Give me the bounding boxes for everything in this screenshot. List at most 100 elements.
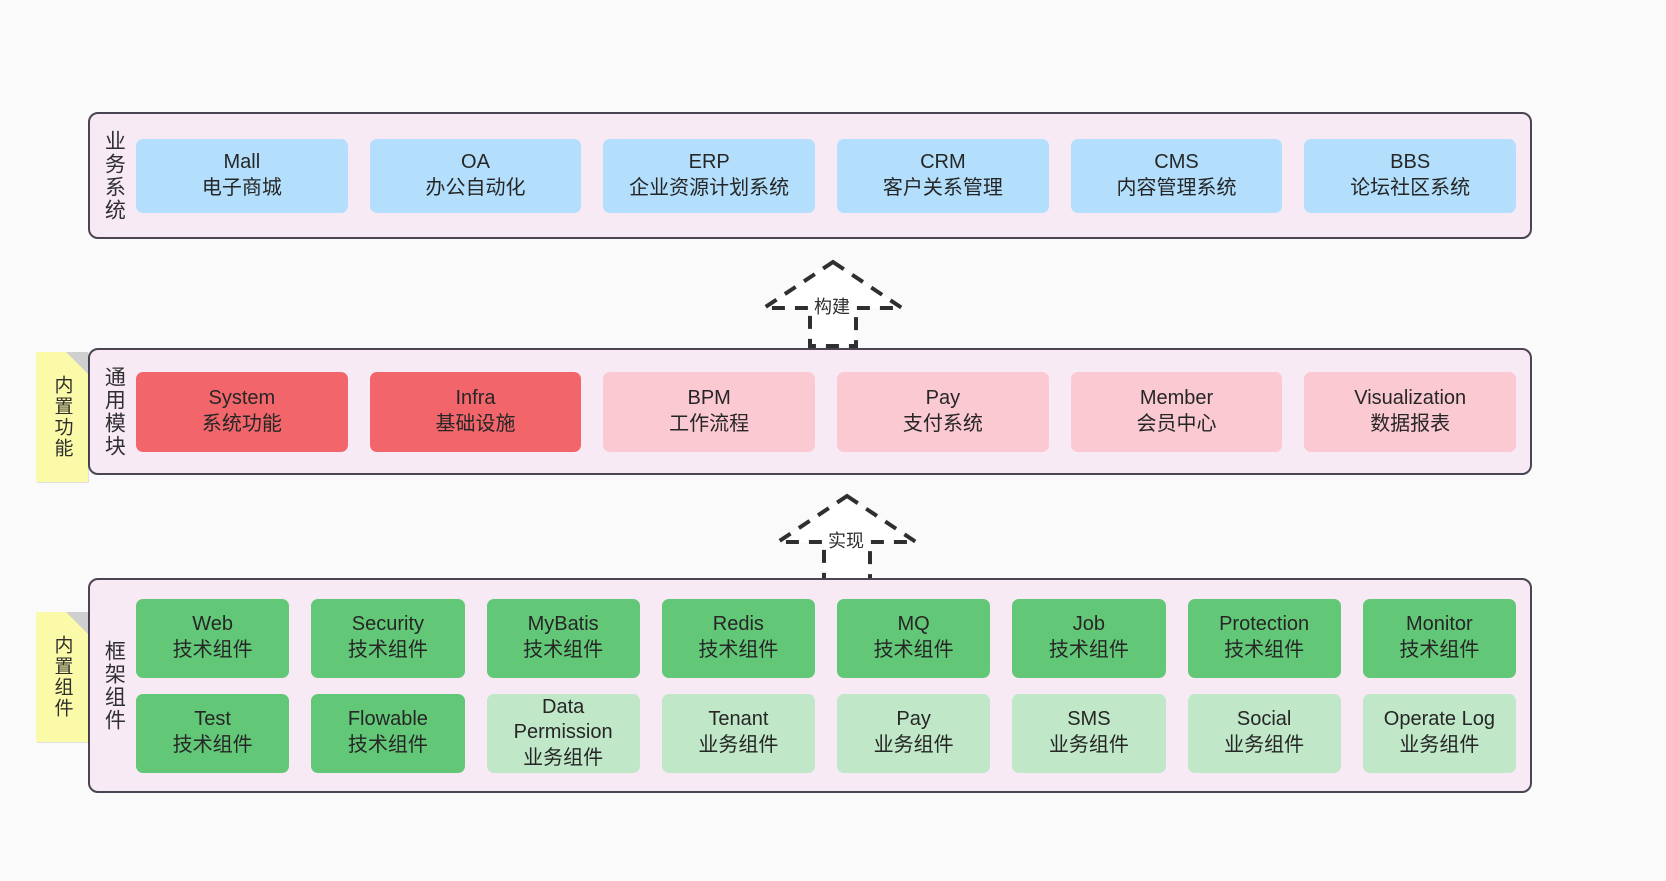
card-sms[interactable]: SMS 业务组件 xyxy=(1012,693,1166,773)
card-security[interactable]: Security 技术组件 xyxy=(311,598,465,678)
card-subtitle: 电子商城 xyxy=(201,176,282,199)
card-subtitle: 企业资源计划系统 xyxy=(629,176,790,199)
card-subtitle: 业务组件 xyxy=(1399,734,1480,756)
card-subtitle: 技术组件 xyxy=(172,639,253,661)
card-subtitle: 技术组件 xyxy=(347,639,428,661)
build-arrow-icon xyxy=(757,259,909,348)
card-title: Redis xyxy=(712,613,764,636)
card-protection[interactable]: Protection 技术组件 xyxy=(1187,598,1341,678)
card-title: CRM xyxy=(920,150,966,173)
card-subtitle: 数据报表 xyxy=(1370,412,1451,435)
card-redis[interactable]: Redis 技术组件 xyxy=(661,598,815,678)
layer-body-business-systems: Mall 电子商城 OA 办公自动化 ERP 企业资源计划系统 CRM 客户关系… xyxy=(136,114,1530,237)
card-subtitle: 办公自动化 xyxy=(425,176,526,199)
card-monitor[interactable]: Monitor 技术组件 xyxy=(1362,598,1516,678)
card-title: Operate Log xyxy=(1383,708,1495,731)
card-title: Social xyxy=(1236,708,1292,731)
card-subtitle: 业务组件 xyxy=(1048,734,1129,756)
card-oa[interactable]: OA 办公自动化 xyxy=(369,138,582,213)
card-title: Visualization xyxy=(1354,386,1467,409)
card-title: Protection xyxy=(1219,613,1310,636)
card-title: Tenant xyxy=(708,708,769,731)
card-job[interactable]: Job 技术组件 xyxy=(1012,598,1166,678)
build-arrow-label: 构建 xyxy=(814,297,850,317)
card-title: SMS xyxy=(1067,708,1111,731)
card-title: MyBatis xyxy=(527,613,599,636)
implement-arrow-label: 实现 xyxy=(828,531,864,551)
card-row: Mall 电子商城 OA 办公自动化 ERP 企业资源计划系统 CRM 客户关系… xyxy=(136,138,1517,213)
card-subtitle: 工作流程 xyxy=(669,412,750,435)
card-subtitle: 系统功能 xyxy=(201,412,282,435)
card-subtitle: 支付系统 xyxy=(902,412,983,435)
builtin-functions-note: 内置功能 xyxy=(36,352,88,482)
card-subtitle: 论坛社区系统 xyxy=(1350,176,1471,199)
card-bpm[interactable]: BPM 工作流程 xyxy=(603,371,816,452)
card-tenant[interactable]: Tenant 业务组件 xyxy=(661,693,815,773)
layer-body-framework-components: Web 技术组件 Security 技术组件 MyBatis 技术组件 Redi… xyxy=(136,580,1530,791)
card-title: Data Permission xyxy=(513,695,613,744)
card-mybatis[interactable]: MyBatis 技术组件 xyxy=(486,598,640,678)
card-pay-component[interactable]: Pay 业务组件 xyxy=(837,693,991,773)
card-crm[interactable]: CRM 客户关系管理 xyxy=(837,138,1049,213)
page-fold-icon xyxy=(66,612,88,634)
card-title: System xyxy=(208,386,276,409)
build-arrow: 构建 xyxy=(748,256,918,348)
card-system[interactable]: System 系统功能 xyxy=(136,371,348,452)
card-infra[interactable]: Infra 基础设施 xyxy=(369,371,582,452)
card-operate-log[interactable]: Operate Log 业务组件 xyxy=(1362,693,1516,773)
layer-title-framework-components: 框架组件 xyxy=(102,639,126,732)
card-title: Member xyxy=(1139,386,1214,409)
card-title: Flowable xyxy=(347,708,428,731)
card-subtitle: 技术组件 xyxy=(172,734,253,756)
card-pay-module[interactable]: Pay 支付系统 xyxy=(837,371,1049,452)
card-mq[interactable]: MQ 技术组件 xyxy=(837,598,991,678)
card-row: Test 技术组件 Flowable 技术组件 Data Permission … xyxy=(136,693,1516,773)
card-title: Monitor xyxy=(1406,613,1473,636)
card-title: BBS xyxy=(1390,150,1431,173)
card-title: MQ xyxy=(897,613,930,636)
card-visualization[interactable]: Visualization 数据报表 xyxy=(1304,371,1517,452)
card-bbs[interactable]: BBS 论坛社区系统 xyxy=(1304,138,1517,213)
card-subtitle: 技术组件 xyxy=(1224,639,1305,661)
card-social[interactable]: Social 业务组件 xyxy=(1187,693,1341,773)
card-member[interactable]: Member 会员中心 xyxy=(1070,371,1283,452)
card-subtitle: 业务组件 xyxy=(698,734,779,756)
card-subtitle: 会员中心 xyxy=(1136,412,1217,435)
card-subtitle: 技术组件 xyxy=(523,639,604,661)
card-title: ERP xyxy=(688,150,730,173)
card-subtitle: 技术组件 xyxy=(347,734,428,756)
card-mall[interactable]: Mall 电子商城 xyxy=(136,138,348,213)
card-data-permission[interactable]: Data Permission 业务组件 xyxy=(486,693,640,773)
card-erp[interactable]: ERP 企业资源计划系统 xyxy=(603,138,816,213)
card-subtitle: 技术组件 xyxy=(698,639,779,661)
card-subtitle: 技术组件 xyxy=(1399,639,1480,661)
card-subtitle: 业务组件 xyxy=(1224,734,1305,756)
card-title: BPM xyxy=(687,386,731,409)
page-fold-icon xyxy=(66,352,88,374)
card-title: Pay xyxy=(925,386,961,409)
card-flowable[interactable]: Flowable 技术组件 xyxy=(311,693,465,773)
card-subtitle: 客户关系管理 xyxy=(882,176,1003,199)
card-subtitle: 业务组件 xyxy=(523,746,604,769)
layer-title-common-modules: 通用模块 xyxy=(102,365,126,458)
layer-title-business-systems: 业务系统 xyxy=(102,129,126,222)
card-title: Pay xyxy=(896,708,931,731)
card-title: CMS xyxy=(1154,150,1199,173)
card-subtitle: 技术组件 xyxy=(873,639,954,661)
card-subtitle: 技术组件 xyxy=(1048,639,1129,661)
card-row: System 系统功能 Infra 基础设施 BPM 工作流程 Pay 支付系统… xyxy=(136,371,1517,452)
card-subtitle: 基础设施 xyxy=(435,412,516,435)
card-test[interactable]: Test 技术组件 xyxy=(136,693,290,773)
card-title: Job xyxy=(1072,613,1105,636)
card-subtitle: 业务组件 xyxy=(873,734,954,756)
card-title: Web xyxy=(192,613,233,636)
layer-body-common-modules: System 系统功能 Infra 基础设施 BPM 工作流程 Pay 支付系统… xyxy=(136,350,1530,473)
layer-common-modules: 通用模块 System 系统功能 Infra 基础设施 BPM 工作流程 Pay… xyxy=(88,348,1532,475)
builtin-components-note-label: 内置组件 xyxy=(51,635,73,719)
card-title: Security xyxy=(351,613,424,636)
card-title: Mall xyxy=(223,150,261,173)
card-web[interactable]: Web 技术组件 xyxy=(136,598,290,678)
card-cms[interactable]: CMS 内容管理系统 xyxy=(1070,138,1283,213)
builtin-functions-note-label: 内置功能 xyxy=(51,375,73,459)
